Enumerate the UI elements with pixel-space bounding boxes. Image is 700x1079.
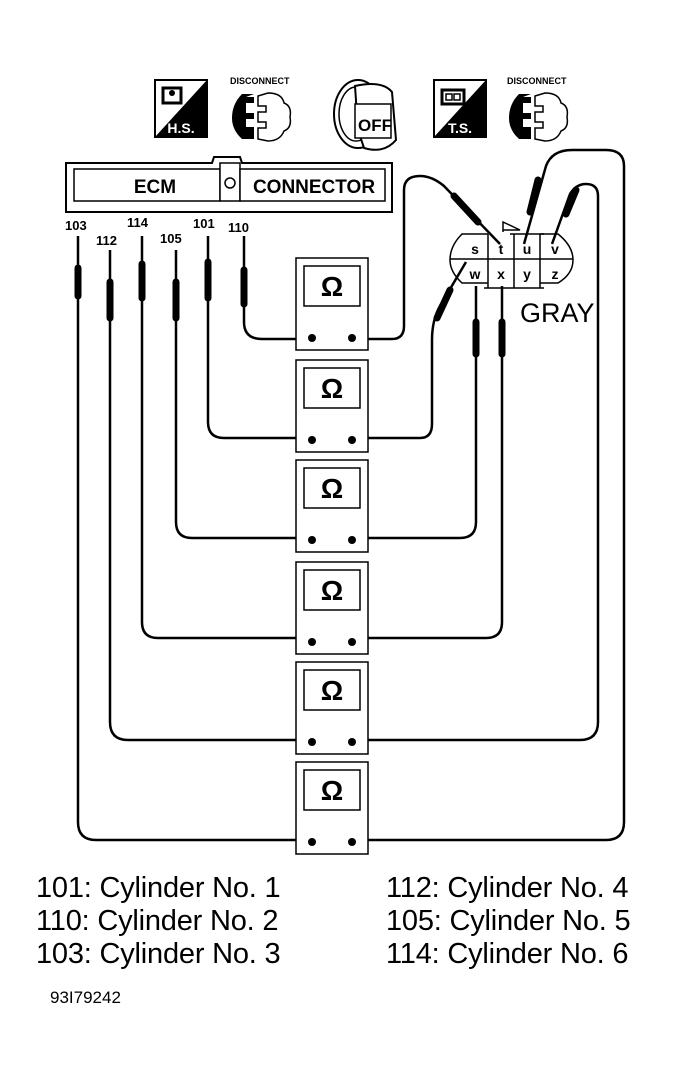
hs-label: H.S. xyxy=(167,120,194,136)
wire-meter4-x xyxy=(352,286,504,640)
probe-terminal-left xyxy=(308,638,316,646)
wire-101 xyxy=(206,236,312,440)
ohmmeter-display xyxy=(303,367,361,409)
legend-item: 112: Cylinder No. 4 xyxy=(386,872,629,904)
probe-v xyxy=(562,186,580,218)
connector-label: CONNECTOR xyxy=(253,177,375,198)
wire-103 xyxy=(76,236,312,842)
legend-item: 101: Cylinder No. 1 xyxy=(36,872,281,904)
probe-terminal-right xyxy=(348,334,356,342)
legend-item: 103: Cylinder No. 3 xyxy=(36,938,281,970)
pin-label-105: 105 xyxy=(160,231,182,246)
heat-sensor-icon: H.S. xyxy=(154,79,208,138)
ecm-label: ECM xyxy=(134,177,176,198)
ts-label: T.S. xyxy=(448,120,472,136)
wires xyxy=(76,148,626,842)
ohmmeter-display xyxy=(303,467,361,509)
ohmmeter-2: Ω xyxy=(295,359,369,453)
probe-terminal-left xyxy=(308,334,316,342)
wire-112 xyxy=(108,250,312,742)
pin-s: s xyxy=(471,241,479,257)
legend-item: 114: Cylinder No. 6 xyxy=(386,938,629,970)
ohmmeter-1: Ω xyxy=(295,257,369,351)
probe-terminal-left xyxy=(308,436,316,444)
wire-114 xyxy=(140,236,312,640)
pin-v: v xyxy=(551,241,559,257)
wire-105 xyxy=(174,250,312,540)
probe-s xyxy=(433,286,454,322)
probe-terminal-right xyxy=(348,436,356,444)
probe-terminal-left xyxy=(308,536,316,544)
ohm-symbol-icon: Ω xyxy=(321,373,343,404)
probe-terminal-right xyxy=(348,638,356,646)
ecm-connector: ECM CONNECTOR xyxy=(65,156,393,213)
ohm-symbol-icon: Ω xyxy=(321,775,343,806)
ohmmeter-5: Ω xyxy=(295,661,369,755)
ohmmeter-6: Ω xyxy=(295,761,369,855)
ohmmeter-4: Ω xyxy=(295,561,369,655)
pin-label-112: 112 xyxy=(96,233,117,248)
ohmmeter-display xyxy=(303,669,361,711)
wire-110 xyxy=(242,236,312,341)
disconnect-connector-icon-1: DISCONNECT xyxy=(230,76,292,142)
disconnect-label-2: DISCONNECT xyxy=(507,76,567,86)
probe-u xyxy=(526,176,542,216)
pin-w: w xyxy=(469,266,481,282)
legend-item: 105: Cylinder No. 5 xyxy=(386,905,631,937)
probe-t xyxy=(450,192,482,226)
gray-connector: s t u v w x y z GRAY xyxy=(449,220,595,328)
probes xyxy=(74,176,580,358)
pin-u: u xyxy=(523,241,532,257)
ohmmeter-display xyxy=(303,769,361,811)
wire-meter1-t xyxy=(352,174,501,341)
ohmmeter-display xyxy=(303,569,361,611)
pin-t: t xyxy=(499,241,504,257)
pin-y: y xyxy=(523,266,531,282)
pin-z: z xyxy=(552,266,559,282)
disconnect-connector-icon-2: DISCONNECT xyxy=(507,76,569,142)
ohm-symbol-icon: Ω xyxy=(321,473,343,504)
legend-left: 101: Cylinder No. 1 110: Cylinder No. 2 … xyxy=(36,872,281,971)
probe-terminal-left xyxy=(308,738,316,746)
wire-meter3-w xyxy=(352,286,478,540)
gray-label: GRAY xyxy=(520,298,595,328)
pin-label-103: 103 xyxy=(65,218,87,233)
figure-id: 93I79242 xyxy=(50,988,121,1007)
probe-terminal-right xyxy=(348,738,356,746)
pin-label-110: 110 xyxy=(228,220,249,235)
ohmmeter-display xyxy=(303,265,361,307)
pin-label-101: 101 xyxy=(193,216,215,231)
ohm-symbol-icon: Ω xyxy=(321,575,343,606)
ohm-symbol-icon: Ω xyxy=(321,271,343,302)
legend-item: 110: Cylinder No. 2 xyxy=(36,905,279,937)
temperature-sensor-icon: T.S. xyxy=(433,79,487,138)
ohmmeter-3: Ω xyxy=(295,459,369,553)
ohm-symbol-icon: Ω xyxy=(321,675,343,706)
probe-terminal-right xyxy=(348,536,356,544)
probe-terminal-right xyxy=(348,838,356,846)
pin-x: x xyxy=(497,266,505,282)
ignition-label: OFF xyxy=(358,116,392,135)
wire-meter6-u xyxy=(352,148,626,842)
ohmmeters: Ω Ω Ω Ω Ω Ω xyxy=(295,257,369,855)
ignition-off-icon: OFF xyxy=(333,79,398,151)
disconnect-label-1: DISCONNECT xyxy=(230,76,290,86)
probe-terminal-left xyxy=(308,838,316,846)
pin-label-114: 114 xyxy=(127,215,149,230)
legend-right: 112: Cylinder No. 4 105: Cylinder No. 5 … xyxy=(386,872,631,971)
